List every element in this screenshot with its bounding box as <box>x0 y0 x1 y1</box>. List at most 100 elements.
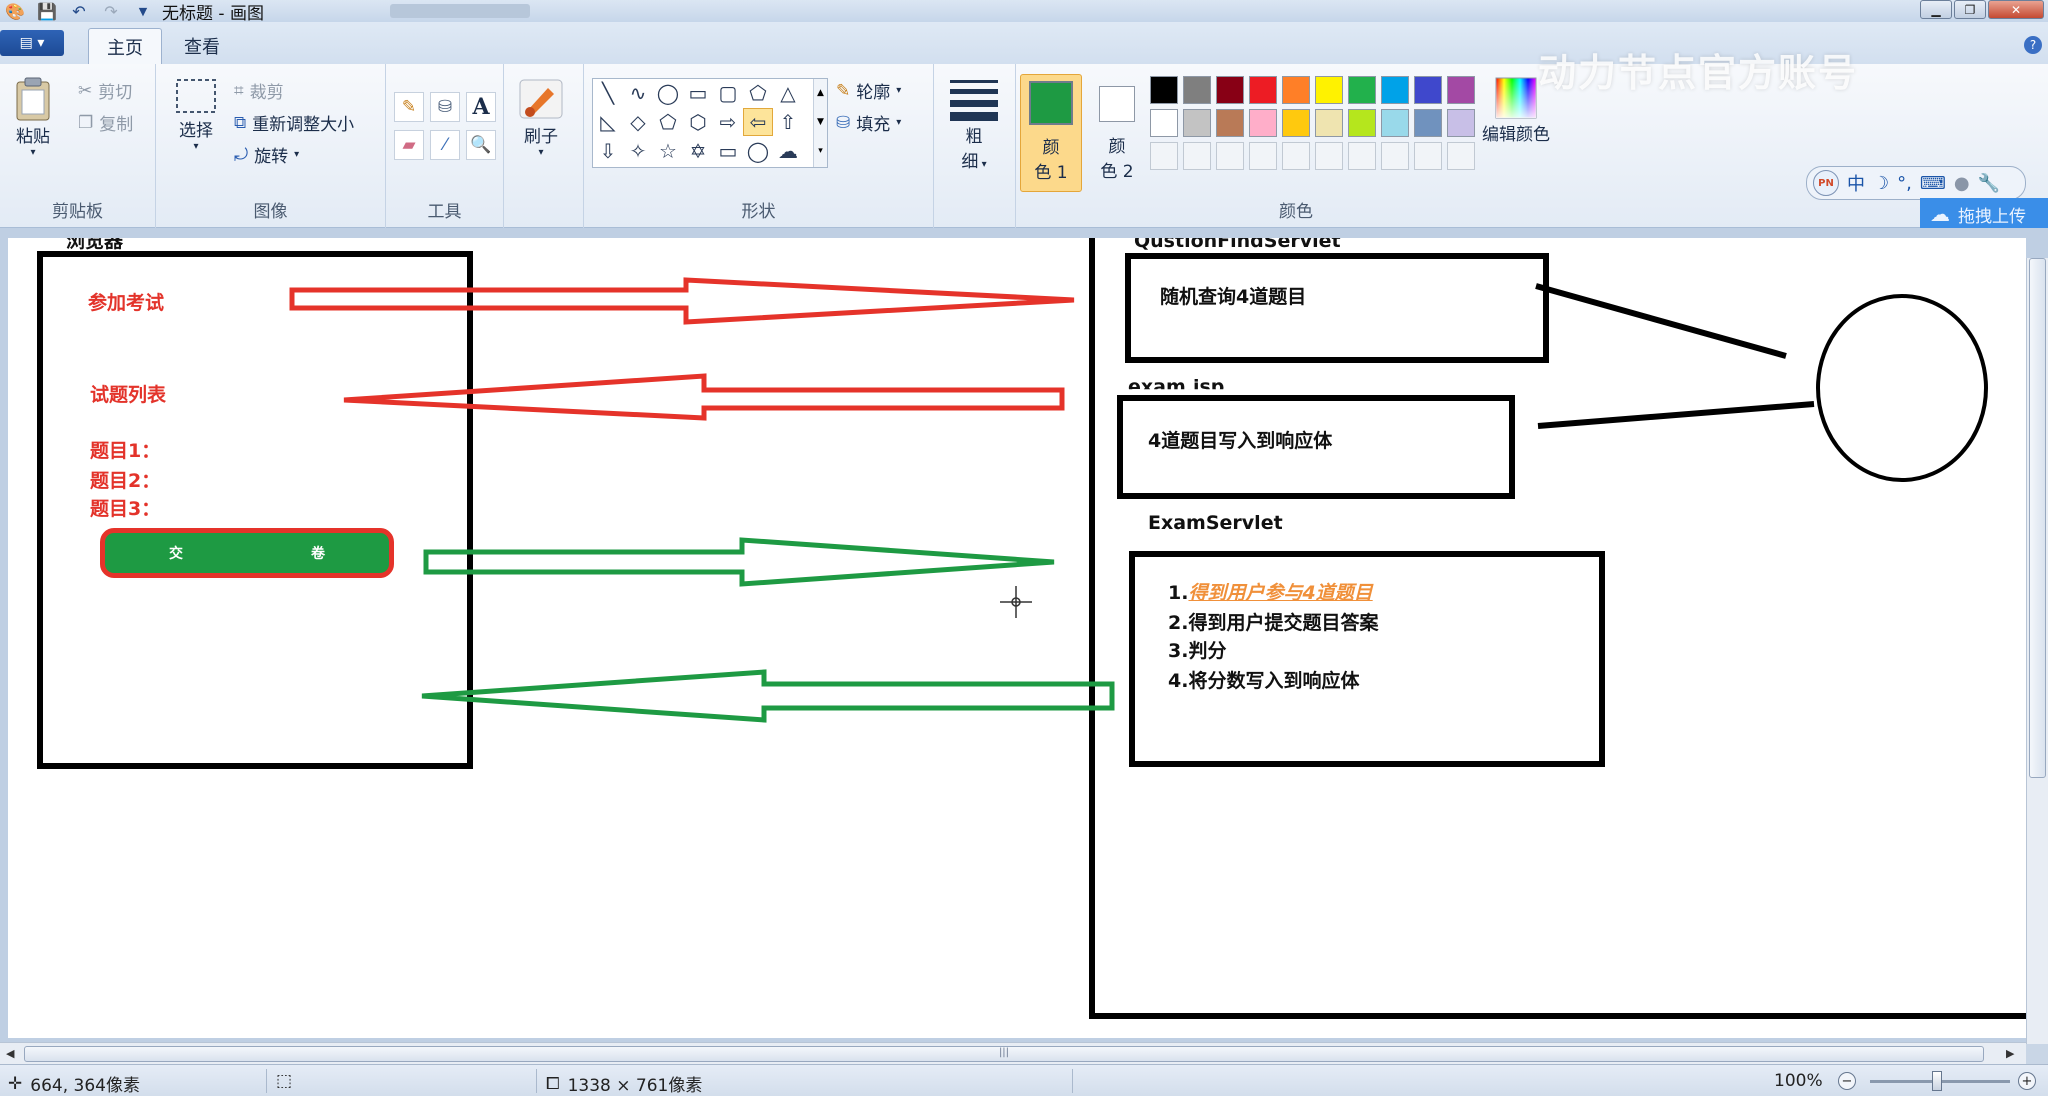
vertical-scrollbar[interactable] <box>2026 258 2048 1044</box>
palette-swatch[interactable] <box>1315 142 1343 170</box>
shapes-scroll[interactable]: ▲▼▾ <box>813 79 827 167</box>
edit-colors-button[interactable]: 编辑颜色 <box>1482 76 1550 145</box>
paste-button[interactable]: 粘贴 ▾ <box>14 76 52 158</box>
down-arrow-shape-icon[interactable]: ⇩ <box>599 139 617 163</box>
palette-swatch[interactable] <box>1216 76 1244 104</box>
zoom-out-icon[interactable]: − <box>1838 1072 1856 1090</box>
triangle-shape-icon[interactable]: △ <box>780 81 796 105</box>
redo-icon[interactable]: ↷ <box>104 1 118 21</box>
eraser-tool[interactable]: ▰ <box>394 130 424 160</box>
palette-swatch[interactable] <box>1282 109 1310 137</box>
palette-swatch[interactable] <box>1315 109 1343 137</box>
text-tool[interactable]: A <box>466 92 496 122</box>
cut-button[interactable]: ✂ 剪切 <box>78 78 132 104</box>
upload-widget[interactable]: ☁ 拖拽上传 <box>1920 198 2048 230</box>
select-button[interactable]: 选择 ▾ <box>174 76 218 152</box>
palette-swatch[interactable] <box>1414 76 1442 104</box>
wrench-icon[interactable]: 🔧 <box>1977 172 2000 194</box>
palette-swatch[interactable] <box>1381 76 1409 104</box>
oval-callout-shape-icon[interactable]: ◯ <box>746 139 770 163</box>
rotate-button[interactable]: ⤾ 旋转 ▾ <box>234 142 299 168</box>
outline-button[interactable]: ✎ 轮廓 ▾ <box>836 78 901 104</box>
step1-link[interactable]: 得到用户参与4道题目 <box>1188 582 1373 604</box>
scroll-left-arrow-icon[interactable]: ◀ <box>6 1047 15 1060</box>
customize-toolbar-icon[interactable]: ▼ <box>138 4 148 18</box>
palette-swatch[interactable] <box>1150 76 1178 104</box>
ime-logo-icon[interactable]: PN <box>1813 170 1839 196</box>
five-point-star-shape-icon[interactable]: ☆ <box>659 139 677 163</box>
palette-swatch[interactable] <box>1447 76 1475 104</box>
pentagon-shape-icon[interactable]: ⬠ <box>659 110 677 134</box>
paint-app-icon[interactable]: 🎨 <box>5 1 25 21</box>
scroll-right-arrow-icon[interactable]: ▶ <box>2006 1047 2015 1060</box>
palette-swatch[interactable] <box>1183 109 1211 137</box>
cloud-callout-shape-icon[interactable]: ☁ <box>778 139 798 163</box>
right-arrow-shape-icon[interactable]: ⇨ <box>719 110 737 134</box>
palette-swatch[interactable] <box>1381 109 1409 137</box>
tab-view[interactable]: 查看 <box>184 37 220 58</box>
zoom-in-icon[interactable]: + <box>2018 1072 2036 1090</box>
palette-swatch[interactable] <box>1414 142 1442 170</box>
maximize-button[interactable]: ❐ <box>1954 0 1986 19</box>
palette-swatch[interactable] <box>1249 76 1277 104</box>
palette-swatch[interactable] <box>1282 76 1310 104</box>
zoom-slider-thumb[interactable] <box>1932 1071 1942 1091</box>
palette-swatch[interactable] <box>1348 142 1376 170</box>
color2-button[interactable]: 颜 色 2 <box>1086 74 1148 192</box>
rect-callout-shape-icon[interactable]: ▭ <box>718 139 738 163</box>
undo-icon[interactable]: ↶ <box>72 1 86 21</box>
pencil-tool[interactable]: ✎ <box>394 92 424 122</box>
color-picker-tool[interactable]: ⁄ <box>430 130 460 160</box>
vertical-scroll-thumb[interactable] <box>2029 258 2046 778</box>
palette-swatch[interactable] <box>1414 109 1442 137</box>
palette-swatch[interactable] <box>1183 76 1211 104</box>
palette-swatch[interactable] <box>1282 142 1310 170</box>
four-point-star-shape-icon[interactable]: ✧ <box>629 139 647 163</box>
palette-swatch[interactable] <box>1348 109 1376 137</box>
palette-swatch[interactable] <box>1249 109 1277 137</box>
close-button[interactable]: ✕ <box>1988 0 2044 19</box>
palette-swatch[interactable] <box>1249 142 1277 170</box>
palette-swatch[interactable] <box>1447 109 1475 137</box>
palette-swatch[interactable] <box>1447 142 1475 170</box>
user-icon[interactable]: ● <box>1953 172 1970 194</box>
hexagon-shape-icon[interactable]: ⬡ <box>689 110 707 134</box>
palette-swatch[interactable] <box>1348 76 1376 104</box>
magnifier-tool[interactable]: 🔍 <box>466 130 496 160</box>
ime-language[interactable]: 中 <box>1847 174 1865 195</box>
six-point-star-shape-icon[interactable]: ✡ <box>689 139 707 163</box>
punctuation-icon[interactable]: °, <box>1897 172 1912 194</box>
help-icon[interactable]: ? <box>2024 36 2042 54</box>
keyboard-icon[interactable]: ⌨ <box>1919 172 1946 194</box>
oval-shape-icon[interactable]: ◯ <box>656 81 680 105</box>
line-shape-icon[interactable]: ╲ <box>601 81 615 105</box>
crop-button[interactable]: ⌗ 裁剪 <box>234 78 284 104</box>
minimize-button[interactable]: ▁ <box>1920 0 1952 19</box>
palette-swatch[interactable] <box>1183 142 1211 170</box>
save-icon[interactable]: 💾 <box>37 1 57 21</box>
diamond-shape-icon[interactable]: ◇ <box>630 110 646 134</box>
moon-icon[interactable]: ☽ <box>1873 172 1890 194</box>
paint-menu-button[interactable]: ▤ ▾ <box>0 30 64 56</box>
palette-swatch[interactable] <box>1216 142 1244 170</box>
rectangle-shape-icon[interactable]: ▭ <box>688 81 708 105</box>
color1-button[interactable]: 颜 色 1 <box>1020 74 1082 192</box>
rounded-rectangle-shape-icon[interactable]: ▢ <box>718 81 738 105</box>
fill-button[interactable]: ⛁ 填充 ▾ <box>836 110 901 136</box>
up-arrow-shape-icon[interactable]: ⇧ <box>779 110 797 134</box>
resize-button[interactable]: ⧉ 重新调整大小 <box>234 110 354 136</box>
tab-home[interactable]: 主页 <box>88 28 162 64</box>
fill-tool[interactable]: ⛁ <box>430 92 460 122</box>
copy-button[interactable]: ❐ 复制 <box>78 110 133 136</box>
horizontal-scrollbar[interactable]: ◀ ||| ▶ <box>0 1042 2026 1064</box>
drawing-canvas[interactable]: 浏览器 参加考试 试题列表 题目1： 题目2： 题目3： 交 卷 Qustion… <box>8 238 2026 1038</box>
palette-swatch[interactable] <box>1381 142 1409 170</box>
palette-swatch[interactable] <box>1150 109 1178 137</box>
size-button[interactable]: 粗 细 ▾ <box>948 76 1000 172</box>
horizontal-scroll-thumb[interactable]: ||| <box>24 1046 1984 1062</box>
palette-swatch[interactable] <box>1216 109 1244 137</box>
palette-swatch[interactable] <box>1150 142 1178 170</box>
curve-shape-icon[interactable]: ∿ <box>629 81 647 105</box>
brushes-button[interactable]: 刷子 ▾ <box>516 76 566 158</box>
right-triangle-shape-icon[interactable]: ◺ <box>600 110 616 134</box>
